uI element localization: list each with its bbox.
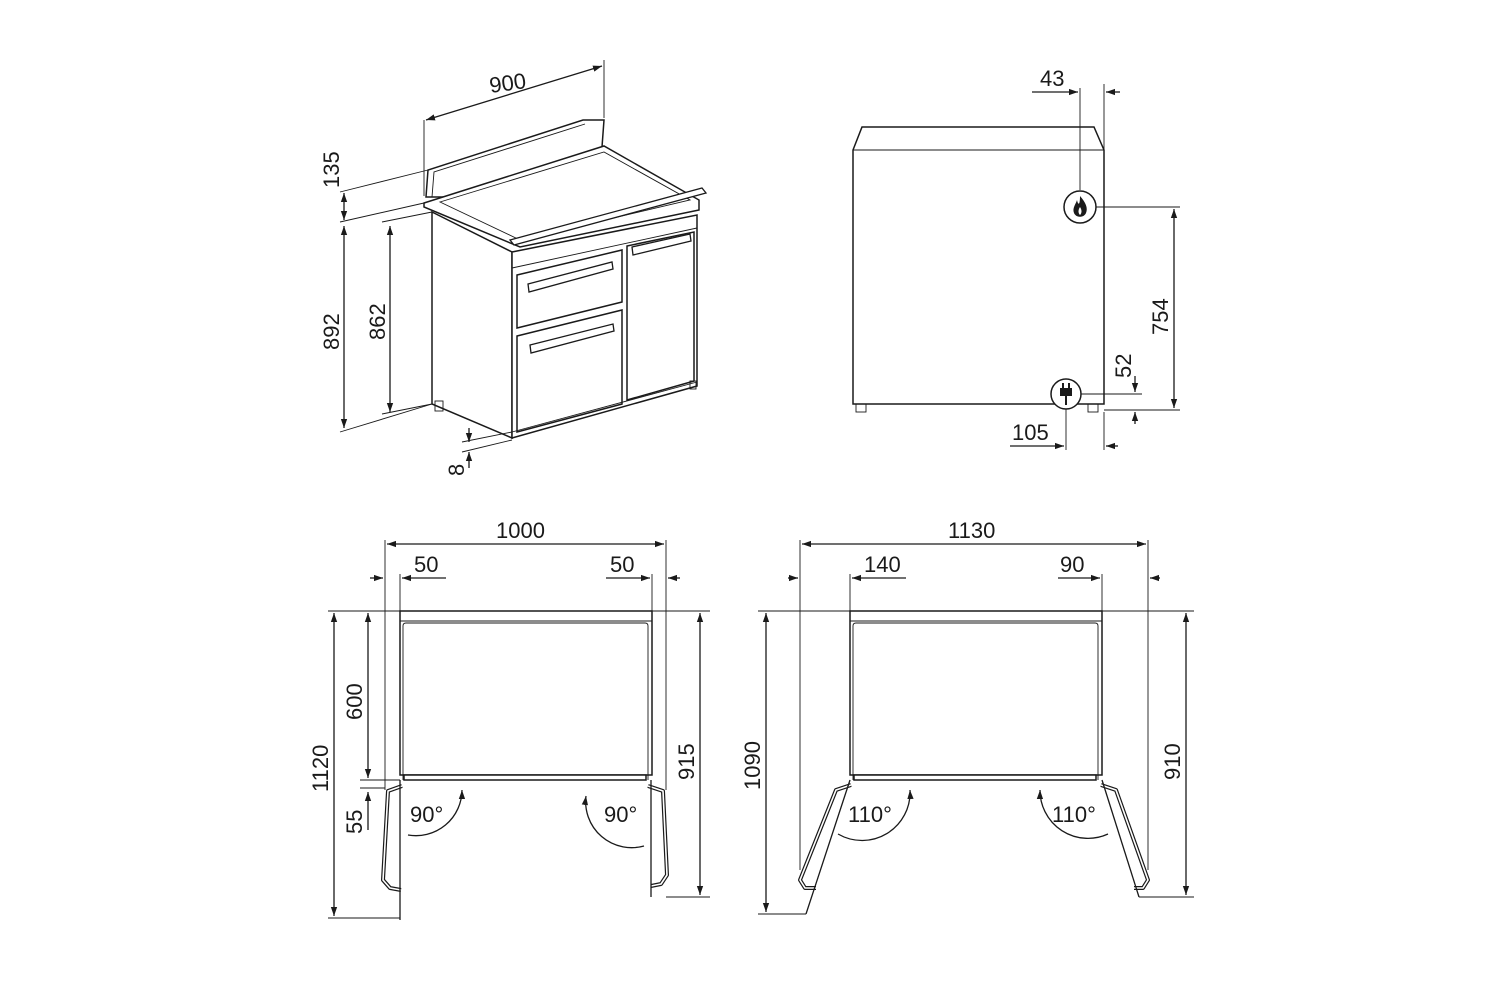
dim-label-overall-width-110: 1130 [948,518,995,543]
dim-label-right-depth-110: 910 [1160,743,1185,780]
ext-line [339,202,425,223]
top-view-90-dimensions: 1000 50 50 1120 600 55 915 [308,518,710,919]
dim-width-iso [425,65,603,121]
dim-label-electric-height: 52 [1111,354,1136,378]
dim-label-hob-height: 862 [365,303,390,340]
side-view [852,126,1105,413]
right-oven-door [626,231,695,401]
dim-label-foot: 8 [444,464,469,476]
dim-label-door-depth-90: 55 [342,810,367,834]
right-door-90-fill [647,785,668,887]
left-door-line-110 [805,779,851,915]
hob-top [423,145,700,248]
hob-rail [508,187,708,246]
angle-arc-left-110 [837,789,914,842]
iso-dimensions: 900 135 892 862 8 [319,60,605,476]
hob-plate [438,151,692,241]
top-view-110: 110° 110° [798,610,1150,915]
dim-label-width-iso: 900 [488,68,528,98]
control-strip [511,227,698,269]
ext-line [381,211,433,223]
backguard-edge [431,123,586,198]
angle-label-right-110: 110° [1052,802,1096,827]
left-door-110-fill [799,784,852,889]
right-door-line-110 [1101,779,1140,898]
plug-icon [1050,378,1082,410]
top-view-110-dimensions: 1130 140 90 1090 910 [740,518,1194,915]
dim-label-overall-width-90: 1000 [496,518,545,543]
dim-label-right-margin-110: 90 [1060,552,1084,577]
ext-line [339,403,433,433]
side-dimensions: 43 754 52 105 [1010,66,1180,450]
left-door-90-fill [382,785,403,891]
foot-right [689,380,697,390]
angle-label-left-90: 90° [410,802,443,827]
bottom-left-oven-door [516,309,623,433]
dim-label-left-margin-90: 50 [414,552,438,577]
oven-handle-left [529,323,615,354]
oven-handle-right [631,233,692,256]
door-front-110 [853,774,1097,781]
angle-arc-right-90 [581,795,645,849]
drawer-handle [527,261,614,293]
foot-left [434,400,444,412]
angle-arc-right-110 [1036,789,1109,839]
iso-cooker [423,119,708,440]
dim-label-backguard: 135 [319,151,344,188]
side-body [852,126,1105,405]
top-inner-90 [402,622,649,780]
angle-label-left-110: 110° [848,802,892,827]
ext-line [381,403,433,415]
side-foot [1087,403,1099,413]
dim-label-depth-closed-90: 600 [342,683,367,720]
angle-arc-left-90 [407,789,466,837]
dim-label-left-margin-110: 140 [864,552,901,577]
dim-label-total-height: 892 [319,313,344,350]
flame-icon [1063,190,1097,224]
dim-label-total-depth-110: 1090 [740,741,765,790]
angle-label-right-90: 90° [604,802,637,827]
dim-label-back-offset: 43 [1040,66,1064,91]
plinth-line [511,381,698,433]
top-body-90 [399,610,653,776]
top-view-90: 90° 90° [381,610,669,920]
top-inner-110 [852,622,1099,780]
ext-line [339,169,429,193]
dim-label-total-depth-90: 1120 [308,745,333,792]
side-panel [431,210,513,440]
dim-label-right-margin-90: 50 [610,552,634,577]
door-front-90 [403,774,647,781]
ext-line [461,439,513,453]
top-body-110 [849,610,1103,776]
dim-label-right-depth-90: 915 [674,743,699,780]
dim-label-gas-height: 754 [1148,298,1173,335]
side-foot [855,403,867,413]
right-door-110-fill [1100,784,1149,889]
dim-label-electric-offset: 105 [1012,420,1049,445]
